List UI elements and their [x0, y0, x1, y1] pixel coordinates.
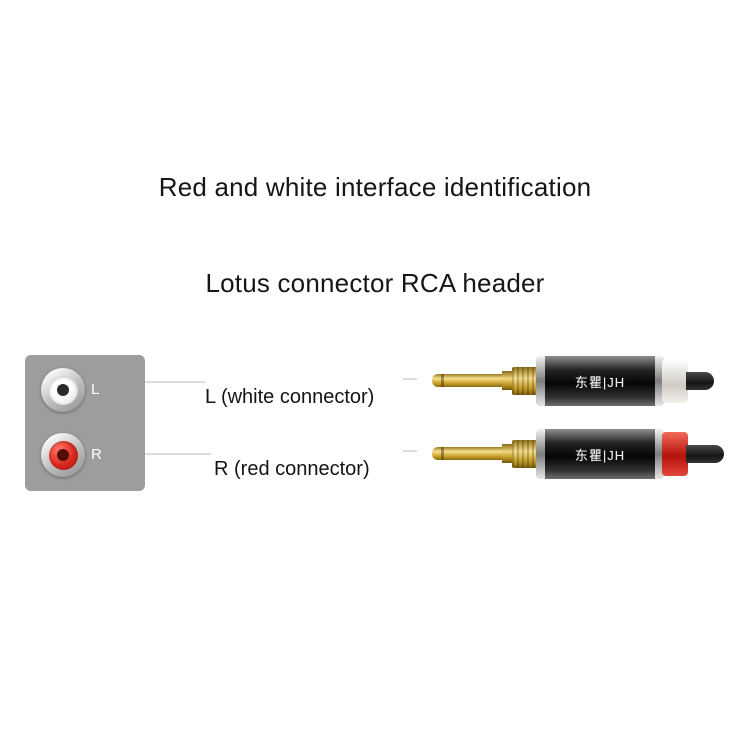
plug-red-gold-pin-icon — [432, 447, 504, 460]
jack-right-metal-ring-icon — [41, 433, 85, 477]
jack-left-hole-icon — [57, 384, 69, 396]
main-title: Red and white interface identification — [158, 172, 592, 202]
plug-red-pin-step-icon — [502, 444, 514, 463]
annotation-line-right — [145, 453, 211, 455]
jack-panel: L R — [25, 355, 145, 491]
plug-red-chrome-band-left-icon — [536, 429, 545, 479]
annotation-dash-left — [403, 378, 417, 380]
plug-white-brand-text: 东瞿|JH — [574, 374, 626, 390]
label-white-connector: L (white connector) — [205, 386, 375, 408]
jack-left-metal-ring-icon — [41, 368, 85, 412]
sub-title: Lotus connector RCA header — [205, 268, 545, 298]
plug-red-barrel: 东瞿|JH — [536, 429, 664, 479]
label-red-connector: R (red connector) — [214, 458, 370, 480]
jack-left-white-ring-icon — [48, 375, 78, 405]
plug-red-gold-knurl-icon — [512, 440, 538, 468]
jack-right-red-ring-icon — [48, 440, 78, 470]
jack-right-label: R — [91, 446, 102, 463]
jack-right-red: R — [41, 433, 102, 477]
plug-white-chrome-band-right-icon — [655, 356, 664, 406]
plug-red-ring-icon — [662, 432, 688, 476]
jack-right-hole-icon — [57, 449, 69, 461]
plug-white-pin-notch-icon — [441, 374, 444, 387]
plug-red-pin-notch-icon — [441, 447, 444, 460]
plug-white-ring-icon — [662, 359, 688, 403]
plug-red-brand-text: 东瞿|JH — [574, 447, 626, 463]
plug-white-gold-pin-icon — [432, 374, 504, 387]
rca-plug-red: 东瞿|JH — [430, 429, 730, 479]
plug-white-gold-knurl-icon — [512, 367, 538, 395]
plug-white-pin-step-icon — [502, 371, 514, 390]
annotation-dash-right — [403, 450, 417, 452]
jack-left-white: L — [41, 368, 99, 412]
plug-white-chrome-band-left-icon — [536, 356, 545, 406]
jack-left-label: L — [91, 381, 100, 398]
plug-red-cable-icon — [686, 445, 724, 463]
rca-plug-white: 东瞿|JH — [430, 356, 730, 406]
plug-white-barrel: 东瞿|JH — [536, 356, 664, 406]
plug-red-chrome-band-right-icon — [655, 429, 664, 479]
annotation-line-left — [145, 381, 205, 383]
plug-white-cable-icon — [686, 372, 714, 390]
